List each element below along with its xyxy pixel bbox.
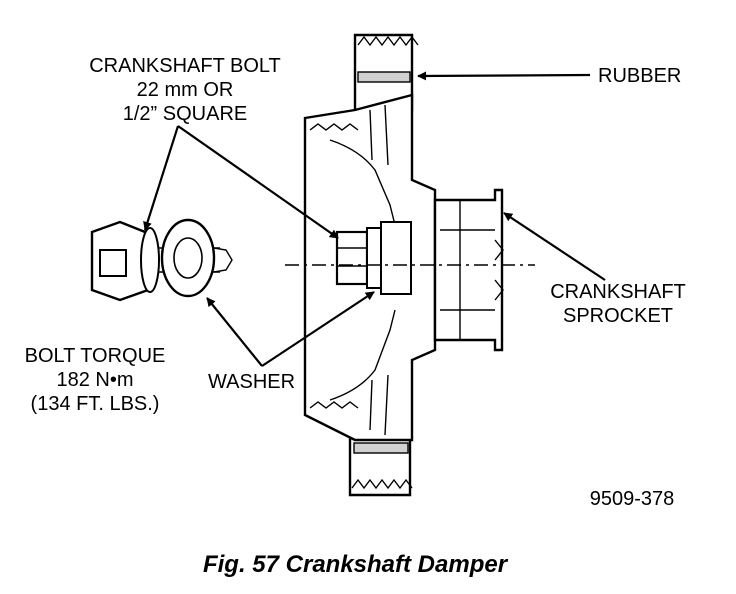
label-torque-nm: 182 N•m — [56, 369, 133, 391]
hub-contour-upper — [329, 139, 396, 226]
leader-washer-loose — [206, 297, 263, 367]
rubber-ring-top — [357, 71, 411, 83]
label-bolt-size: 22 mm OR — [137, 79, 234, 101]
bolt-tip — [213, 247, 233, 273]
leader-rubber — [417, 71, 591, 81]
installed-washer — [366, 227, 382, 289]
bolt-square-drive — [99, 249, 127, 277]
pulley-groove-left-bottom — [309, 401, 359, 409]
pulley-grooves-top — [357, 35, 419, 47]
leader-sprocket — [503, 212, 606, 281]
pulley-grooves-bottom — [351, 478, 413, 490]
leaders — [143, 71, 606, 367]
hub-nose — [380, 221, 412, 295]
leader-bolt-installed — [177, 125, 339, 239]
label-rubber: RUBBER — [598, 65, 681, 87]
figure-caption: Fig. 57 Crankshaft Damper — [203, 551, 509, 578]
label-washer: WASHER — [208, 371, 295, 393]
leader-washer-installed — [261, 291, 375, 367]
bolt-flange — [140, 227, 160, 293]
damper-assembly — [285, 33, 535, 497]
label-torque-ftlbs: (134 FT. LBS.) — [31, 393, 160, 415]
installed-bolt-facets — [337, 247, 367, 267]
sprocket-teeth — [440, 200, 504, 340]
pulley-groove-left — [309, 123, 359, 131]
loose-bolt-group — [90, 218, 233, 302]
label-sprocket: SPROCKET — [563, 305, 673, 327]
label-crankshaft: CRANKSHAFT — [550, 281, 686, 303]
hub-inner-lines — [369, 104, 389, 436]
washer-hole — [173, 237, 203, 279]
hub-contour-lower — [329, 309, 396, 401]
label-bolt-torque: BOLT TORQUE — [25, 345, 166, 367]
installed-bolt-head — [335, 230, 369, 286]
label-bolt-square: 1/2” SQUARE — [123, 103, 247, 125]
sprocket — [433, 188, 504, 352]
part-number: 9509-378 — [590, 488, 675, 510]
label-crankshaft-bolt: CRANKSHAFT BOLT — [89, 55, 281, 77]
rubber-ring-bottom — [353, 442, 409, 454]
leader-bolt-loose — [143, 125, 180, 231]
